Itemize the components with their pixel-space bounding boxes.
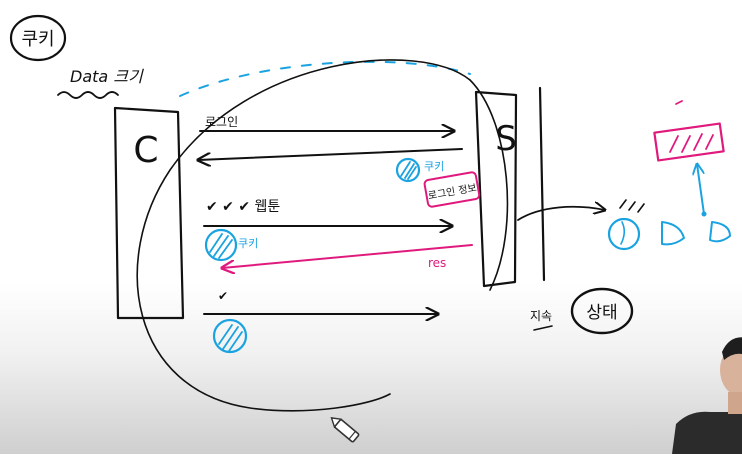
server-cookie-label: 쿠키 (424, 160, 444, 173)
response-label: res (428, 256, 446, 270)
dashed-top-arc (179, 60, 471, 97)
storage-up-arrow (697, 164, 705, 215)
login-label: 로그인 (205, 115, 238, 129)
server-cookie-icon (395, 157, 421, 183)
state-circle (570, 287, 634, 335)
client-label: C (133, 130, 158, 171)
login-response-arrow (198, 148, 463, 160)
session-loop-arc-right (469, 79, 509, 291)
storage-box (653, 122, 725, 162)
response-arrow (222, 244, 473, 268)
client-box (113, 106, 185, 320)
maintain-label: 지속 (530, 309, 552, 323)
server-storage-arrow (517, 207, 605, 221)
note-underline (57, 91, 119, 99)
server-box-edge (538, 86, 546, 282)
stored-cookie-icon (607, 217, 641, 251)
title-circle (9, 14, 67, 62)
title-label: 쿠키 (21, 29, 54, 50)
data-size-note: Data 크기 (70, 67, 144, 86)
client-cookie-label: 쿠키 (238, 237, 258, 250)
presenter-avatar (672, 337, 742, 454)
webtoon-request-label: ✔ ✔ ✔ 웹툰 (206, 199, 280, 215)
session-loop-arc (136, 59, 471, 412)
server-label: S (495, 119, 517, 159)
third-cookie-icon (212, 318, 248, 354)
pencil-cursor-icon (330, 417, 360, 443)
login-info-box (423, 171, 481, 208)
server-box (474, 90, 518, 288)
cookie-piece-2 (709, 221, 731, 243)
state-label: 상태 (586, 303, 617, 323)
cookie-piece-1 (661, 221, 685, 246)
check-label: ✔ (218, 289, 228, 303)
